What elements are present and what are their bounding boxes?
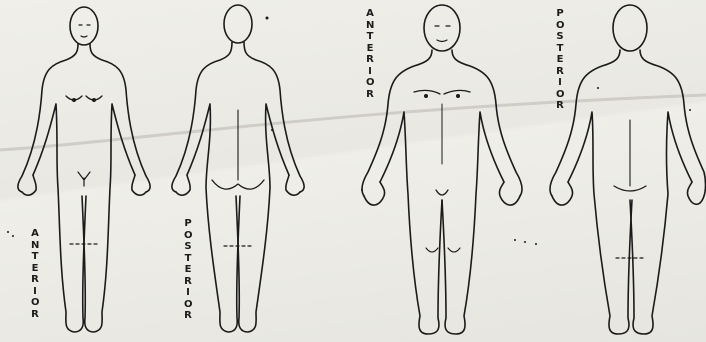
paper-crease	[0, 95, 706, 150]
male-posterior-label: POSTERIOR	[556, 8, 564, 112]
male-posterior-figure	[550, 5, 706, 334]
female-anterior-label: ANTERIOR	[31, 228, 39, 320]
female-posterior-label: POSTERIOR	[184, 218, 192, 322]
male-anterior-figure	[362, 5, 522, 334]
male-anterior-label: ANTERIOR	[366, 8, 374, 100]
